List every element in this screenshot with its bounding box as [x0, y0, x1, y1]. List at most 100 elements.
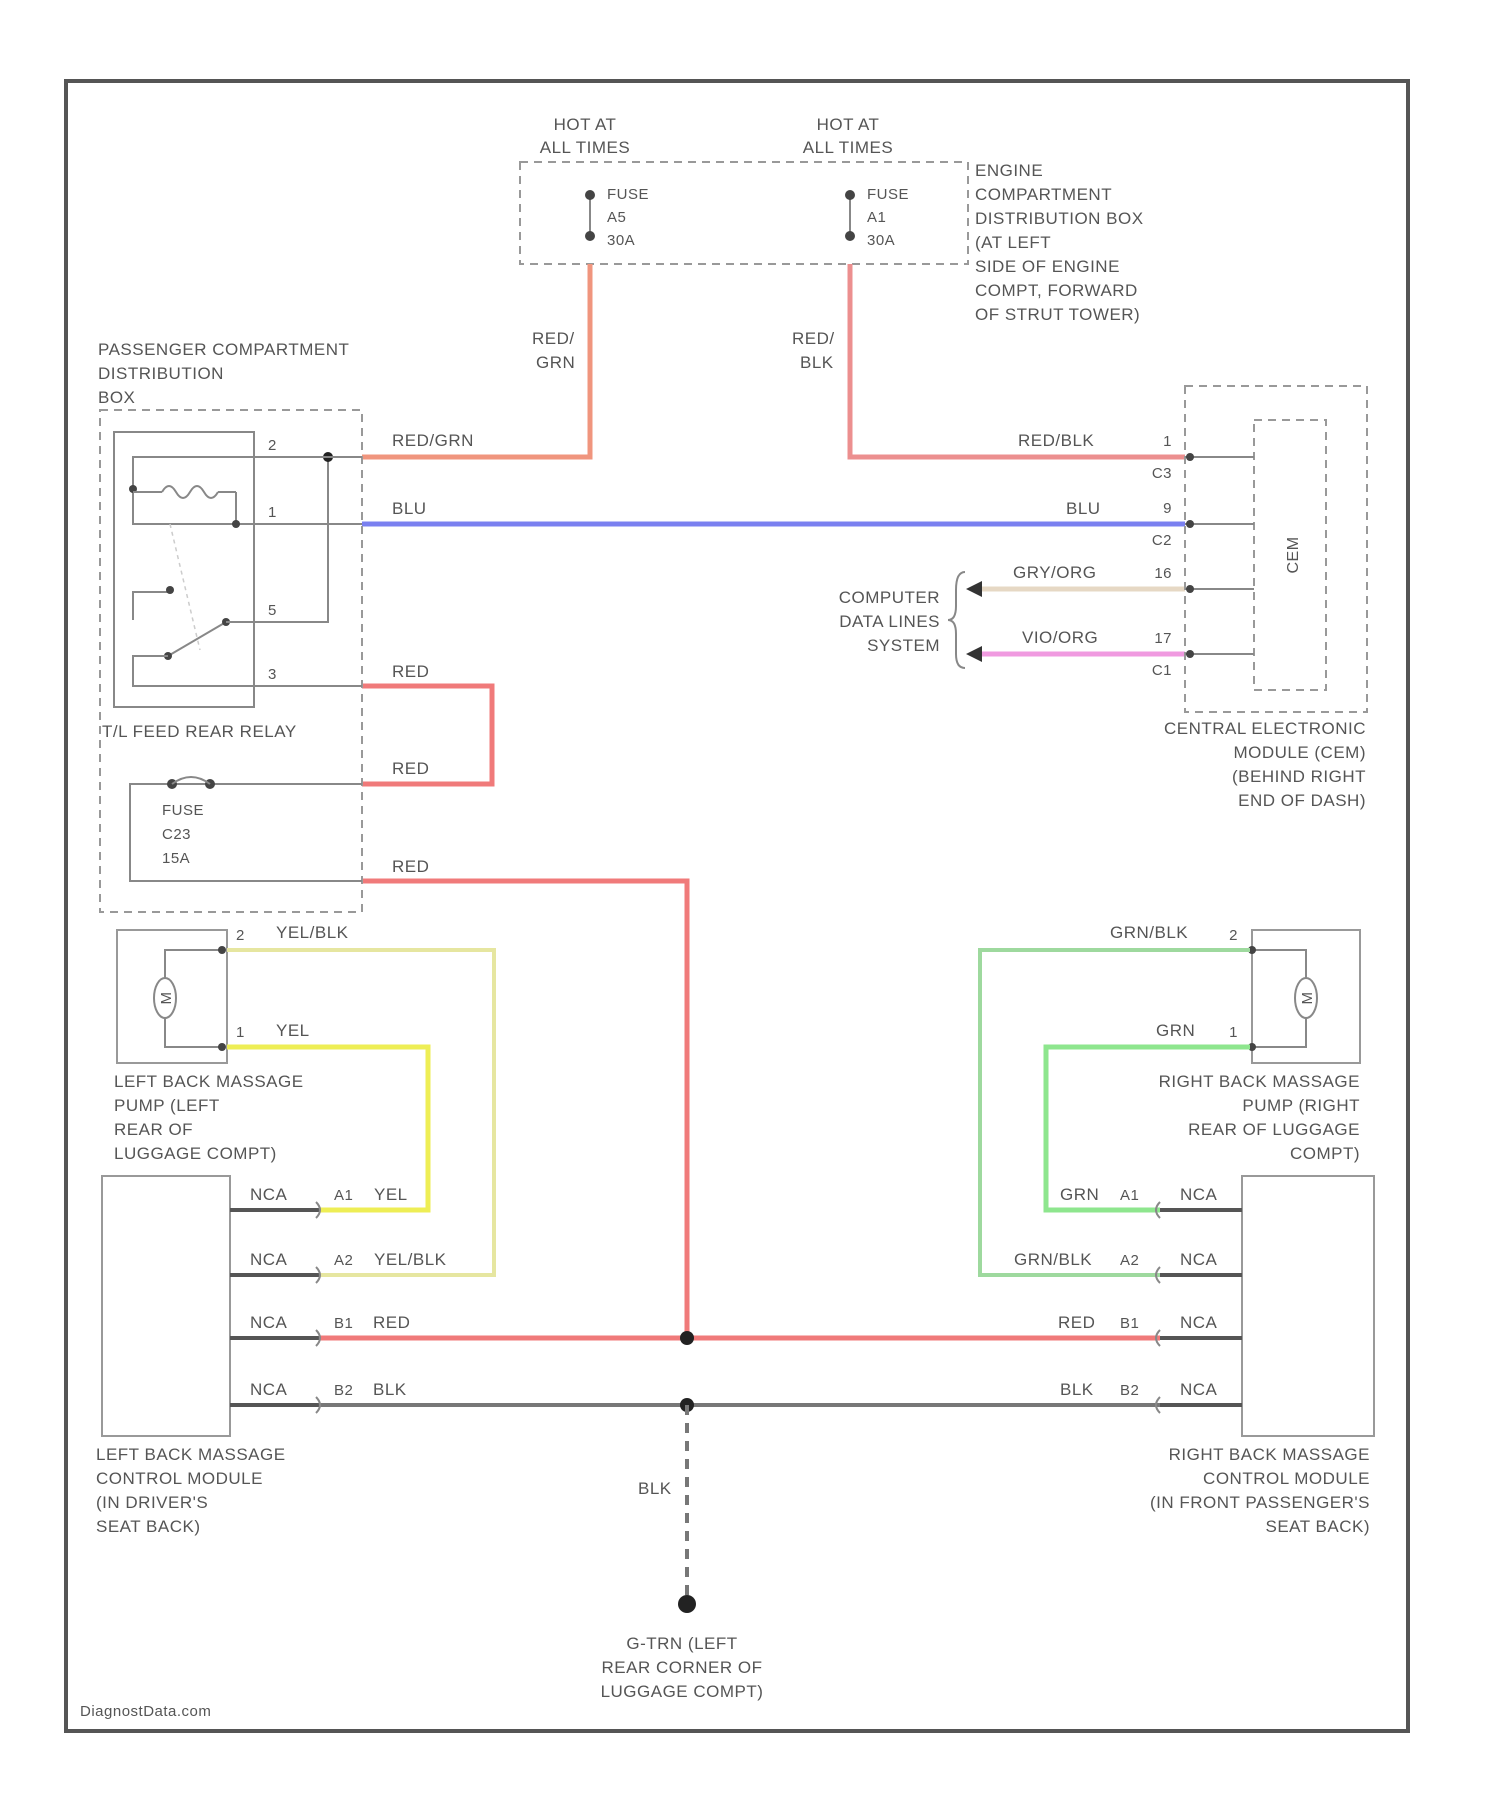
wire-label-blu-right: BLU [1066, 499, 1101, 518]
cem-pin-17: 17 [1154, 630, 1172, 647]
wire-label-grn-blk-top: GRN/BLK [1110, 923, 1188, 942]
svg-text:MODULE (CEM): MODULE (CEM) [1233, 743, 1366, 762]
svg-text:CONTROL MODULE: CONTROL MODULE [1203, 1469, 1370, 1488]
left-pump-pin-2: 2 [236, 927, 245, 944]
relay-pin-1: 1 [268, 504, 277, 521]
wire-label-grn-blk-a2: GRN/BLK [1014, 1250, 1092, 1269]
watermark: DiagnostData.com [80, 1703, 211, 1720]
svg-text:CENTRAL ELECTRONIC: CENTRAL ELECTRONIC [1164, 719, 1366, 738]
passenger-box-label: PASSENGER COMPARTMENT DISTRIBUTION BOX [98, 340, 349, 407]
left-module-pin-b2: B2 [334, 1382, 353, 1399]
engine-box-label: ENGINE COMPARTMENT DISTRIBUTION BOX (AT … [975, 161, 1144, 324]
wire-label-yel-a1: YEL [374, 1185, 408, 1204]
right-pump-label: RIGHT BACK MASSAGE PUMP (RIGHT REAR OF L… [1159, 1072, 1360, 1163]
left-module-pin-b1: B1 [334, 1315, 353, 1332]
svg-text:REAR CORNER OF: REAR CORNER OF [602, 1658, 763, 1677]
svg-text:LUGGAGE COMPT): LUGGAGE COMPT) [601, 1682, 764, 1701]
svg-text:ENGINE: ENGINE [975, 161, 1043, 180]
relay-label: T/L FEED REAR RELAY [102, 722, 297, 741]
wire-label-yel-blk-a2: YEL/BLK [374, 1250, 447, 1269]
wire-label-red-1: RED [392, 662, 429, 681]
left-pump-label: LEFT BACK MASSAGE PUMP (LEFT REAR OF LUG… [114, 1072, 304, 1163]
right-module-nca-3: NCA [1180, 1313, 1218, 1332]
wire-label-yel-top: YEL [276, 1021, 310, 1040]
left-module-nca-2: NCA [250, 1250, 288, 1269]
all-times-label-left: ALL TIMES [540, 138, 630, 157]
left-module-nca-4: NCA [250, 1380, 288, 1399]
svg-text:COMPUTER: COMPUTER [839, 588, 940, 607]
svg-text:COMPT): COMPT) [1290, 1144, 1360, 1163]
svg-text:DISTRIBUTION: DISTRIBUTION [98, 364, 224, 383]
svg-text:G-TRN (LEFT: G-TRN (LEFT [626, 1634, 737, 1653]
wire-label-red-grn-v2: GRN [536, 353, 575, 372]
fuse-a1-id: A1 [867, 209, 886, 226]
cem-label: CENTRAL ELECTRONIC MODULE (CEM) (BEHIND … [1164, 719, 1366, 810]
computer-data-lines-label: COMPUTER DATA LINES SYSTEM [839, 588, 940, 655]
right-module-label: RIGHT BACK MASSAGE CONTROL MODULE (IN FR… [1150, 1445, 1370, 1536]
central-electronic-module [1185, 386, 1367, 712]
cem-conn-c1: C1 [1152, 662, 1172, 679]
hot-at-label-left: HOT AT [554, 115, 617, 134]
wire-yel-blk-left [227, 950, 494, 1275]
svg-text:END OF DASH): END OF DASH) [1238, 791, 1366, 810]
all-times-label-right: ALL TIMES [803, 138, 893, 157]
fuse-a5-label: FUSE [607, 186, 649, 203]
svg-text:(AT LEFT: (AT LEFT [975, 233, 1051, 252]
relay-pin-3: 3 [268, 666, 277, 683]
relay-pin-5: 5 [268, 602, 277, 619]
wire-label-vio-org: VIO/ORG [1022, 628, 1098, 647]
cem-pin-9: 9 [1163, 500, 1172, 517]
fuse-a5-amps: 30A [607, 232, 635, 249]
svg-text:RIGHT BACK MASSAGE: RIGHT BACK MASSAGE [1159, 1072, 1360, 1091]
svg-text:LUGGAGE COMPT): LUGGAGE COMPT) [114, 1144, 277, 1163]
splice-red [680, 1331, 694, 1345]
svg-text:DISTRIBUTION BOX: DISTRIBUTION BOX [975, 209, 1144, 228]
t-l-feed-rear-relay [114, 432, 362, 707]
cem-conn-c2: C2 [1152, 532, 1172, 549]
svg-text:(IN FRONT PASSENGER'S: (IN FRONT PASSENGER'S [1150, 1493, 1370, 1512]
hot-at-label-right: HOT AT [817, 115, 880, 134]
svg-text:(BEHIND RIGHT: (BEHIND RIGHT [1232, 767, 1366, 786]
wire-label-blu-left: BLU [392, 499, 427, 518]
right-module-pin-a2: A2 [1120, 1252, 1139, 1269]
engine-distribution-box [520, 162, 968, 264]
data-arrow-1 [966, 581, 982, 597]
svg-text:REAR OF: REAR OF [114, 1120, 193, 1139]
wire-label-red-blk: RED/BLK [1018, 431, 1094, 450]
svg-text:PUMP (LEFT: PUMP (LEFT [114, 1096, 220, 1115]
wire-label-blk-ground: BLK [638, 1479, 672, 1498]
right-module-nca-4: NCA [1180, 1380, 1218, 1399]
wire-label-grn-top: GRN [1156, 1021, 1195, 1040]
wire-label-yel-blk-top: YEL/BLK [276, 923, 349, 942]
data-arrow-2 [966, 646, 982, 662]
cem-pin-1: 1 [1163, 433, 1172, 450]
svg-text:SEAT BACK): SEAT BACK) [1265, 1517, 1370, 1536]
svg-text:COMPARTMENT: COMPARTMENT [975, 185, 1112, 204]
fuse-a1-amps: 30A [867, 232, 895, 249]
left-pump-pin-1: 1 [236, 1024, 245, 1041]
svg-text:DATA LINES: DATA LINES [839, 612, 940, 631]
left-module-label: LEFT BACK MASSAGE CONTROL MODULE (IN DRI… [96, 1445, 286, 1536]
fuse-c23-amps: 15A [162, 850, 190, 867]
data-lines-brace [948, 572, 965, 668]
right-module-pin-b2: B2 [1120, 1382, 1139, 1399]
wire-label-red-grn: RED/GRN [392, 431, 474, 450]
cem-abbr: CEM [1285, 536, 1302, 573]
wire-label-red-b1-right: RED [1058, 1313, 1095, 1332]
left-module-pin-a2: A2 [334, 1252, 353, 1269]
fuse-c23-label: FUSE [162, 802, 204, 819]
ground-label: G-TRN (LEFT REAR CORNER OF LUGGAGE COMPT… [601, 1634, 764, 1701]
fuse-a1-label: FUSE [867, 186, 909, 203]
left-module-nca-3: NCA [250, 1313, 288, 1332]
cem-pin-16: 16 [1154, 565, 1172, 582]
passenger-distribution-box [100, 410, 362, 912]
wire-label-red-b1-left: RED [373, 1313, 410, 1332]
right-module-nca-2: NCA [1180, 1250, 1218, 1269]
wire-grn-blk-right [980, 950, 1250, 1275]
svg-text:LEFT BACK MASSAGE: LEFT BACK MASSAGE [114, 1072, 304, 1091]
svg-text:COMPT, FORWARD: COMPT, FORWARD [975, 281, 1138, 300]
wire-label-red-blk-v2: BLK [800, 353, 834, 372]
svg-text:CONTROL MODULE: CONTROL MODULE [96, 1469, 263, 1488]
svg-text:(IN DRIVER'S: (IN DRIVER'S [96, 1493, 208, 1512]
ground-point [678, 1595, 696, 1613]
